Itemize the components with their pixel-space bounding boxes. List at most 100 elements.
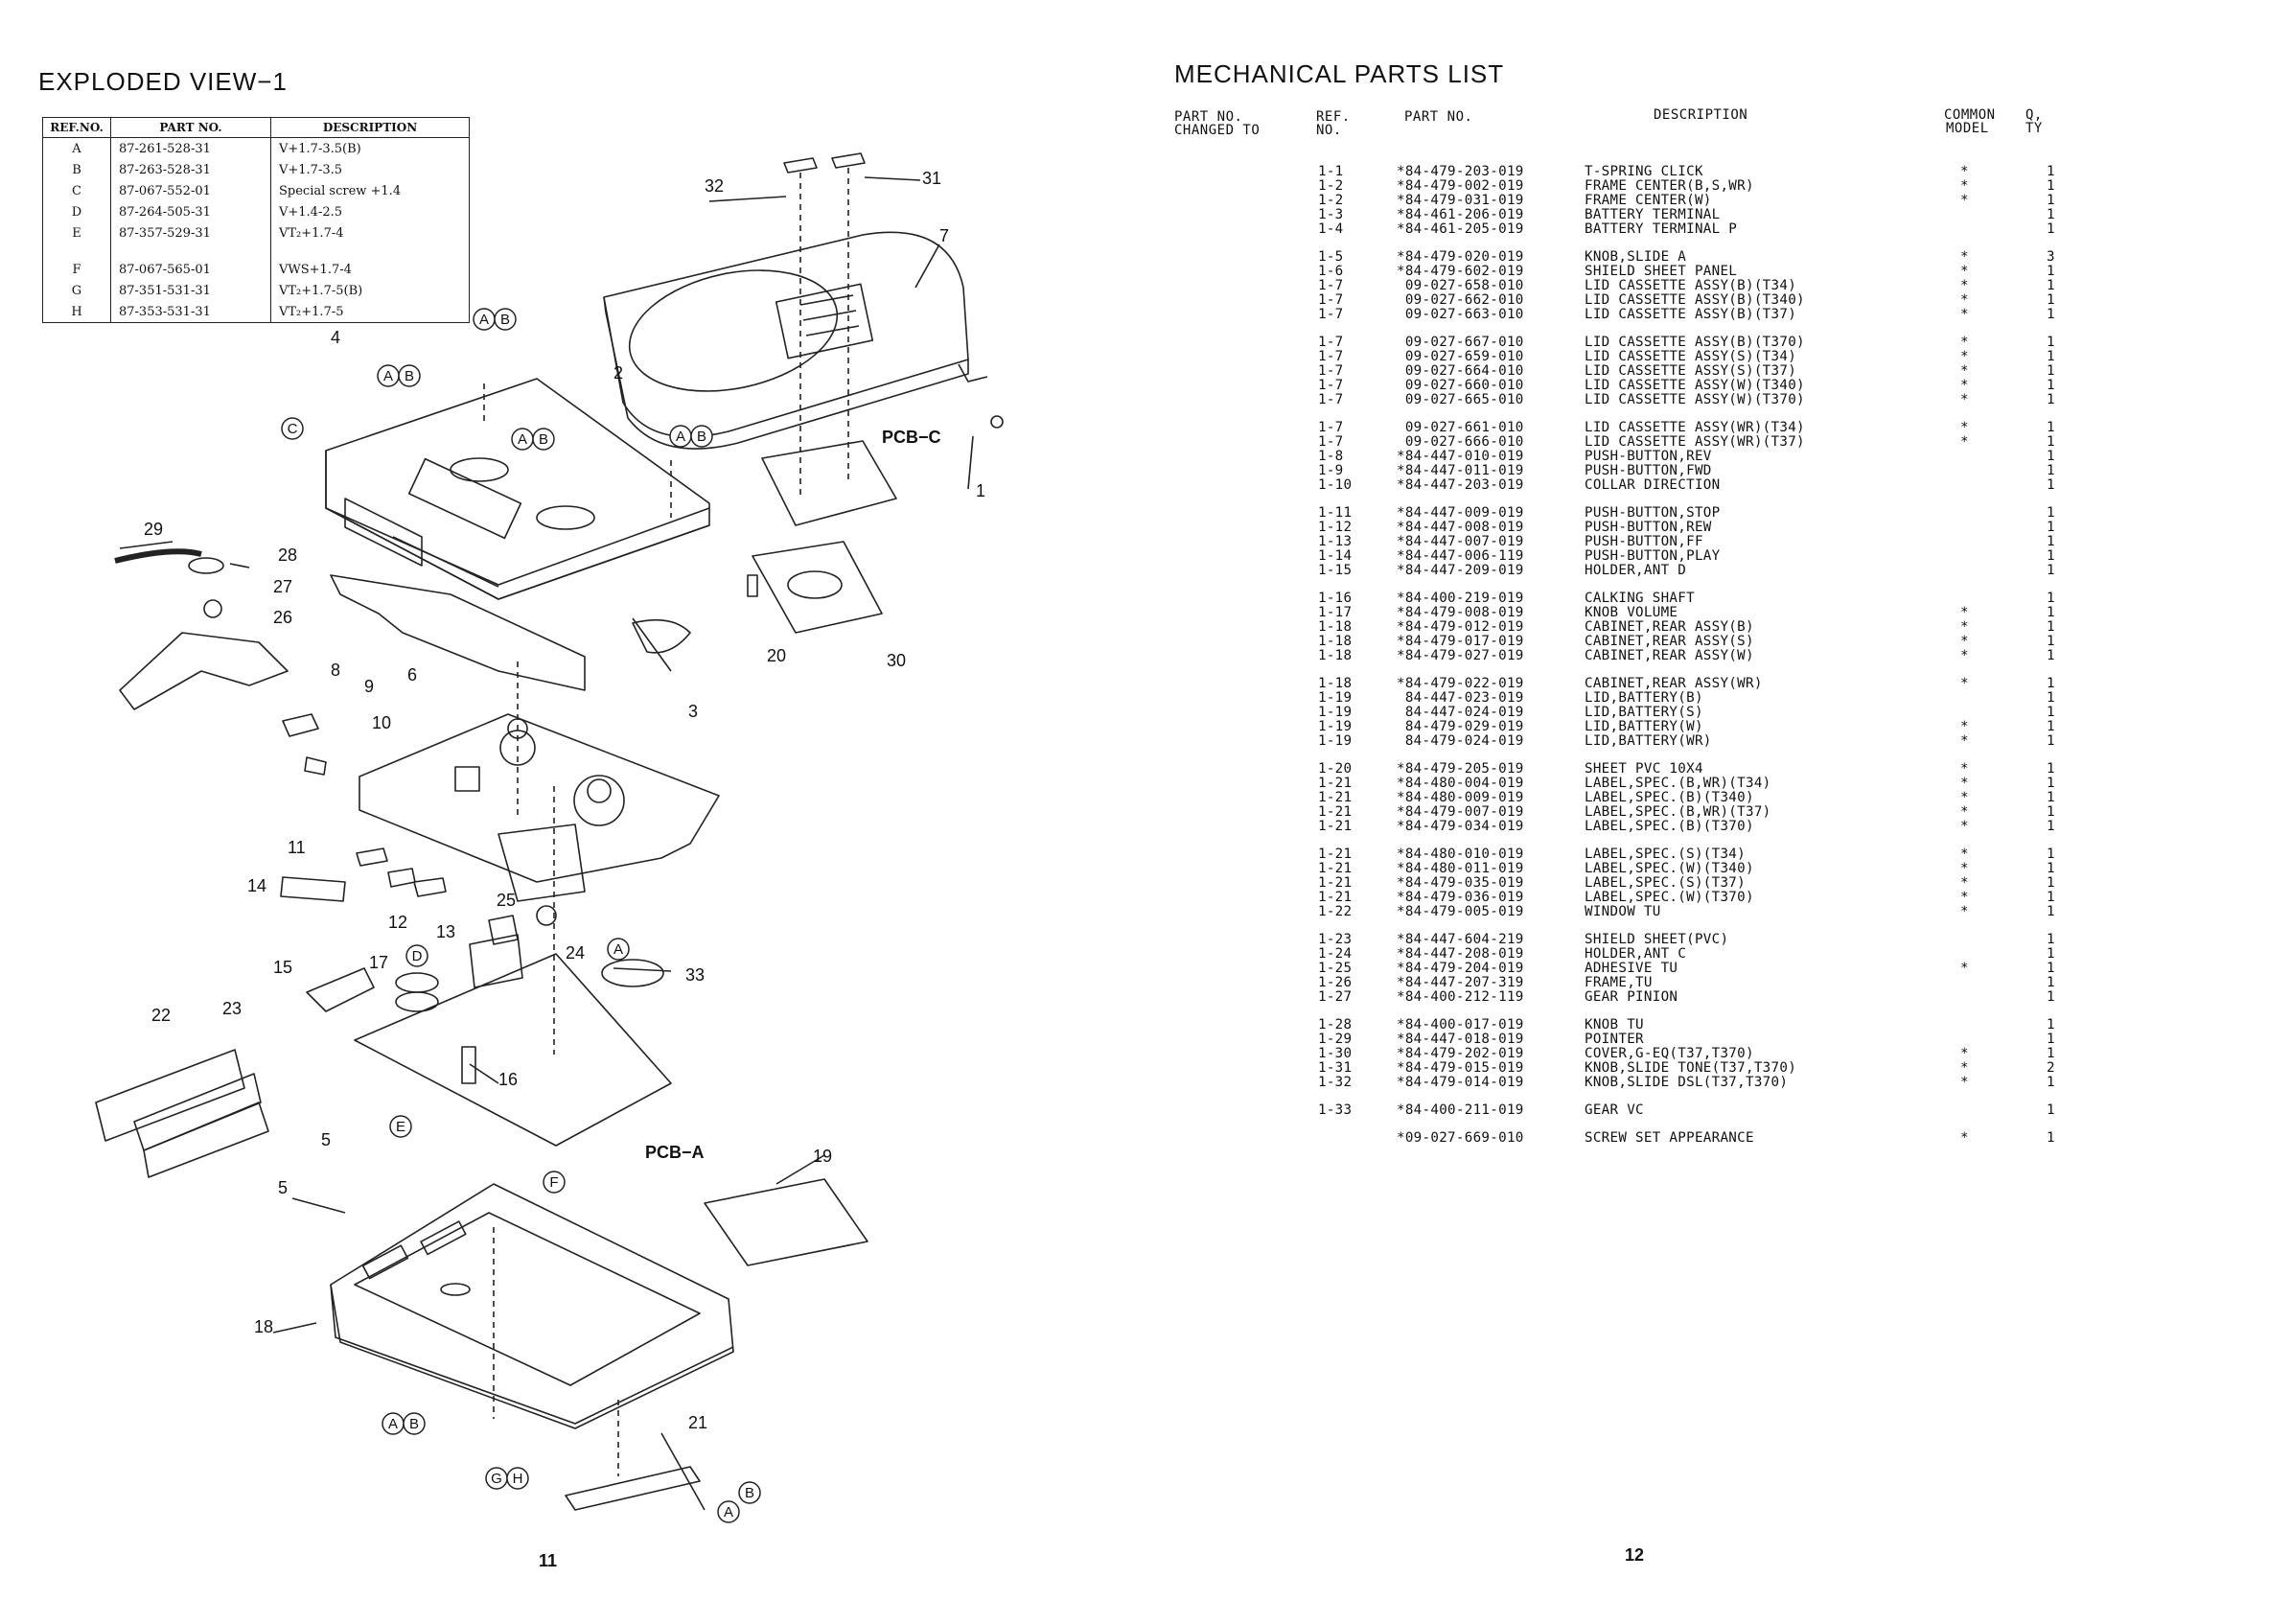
parts-cell-common: *: [1960, 733, 1969, 749]
parts-cell-part: *84-447-018-019: [1397, 1032, 1524, 1047]
screw-circle-letter: A: [388, 1416, 398, 1432]
parts-list-title: MECHANICAL PARTS LIST: [1174, 59, 1505, 88]
parts-cell-desc: FRAME CENTER(W): [1585, 193, 1712, 208]
parts-cell-desc: WINDOW TU: [1585, 904, 1661, 919]
frame-center-drawing: [325, 378, 710, 600]
parts-cell-part: *84-479-017-019: [1397, 634, 1524, 649]
callout-4: 4: [331, 328, 340, 347]
parts-cell-ref: 1-1: [1318, 164, 1344, 179]
parts-cell-desc: LID CASSETTE ASSY(W)(T340): [1585, 378, 1805, 393]
parts-cell-qty: 1: [2047, 193, 2055, 208]
screw-circle-A: A: [511, 428, 534, 451]
header-model: MODEL: [1946, 121, 1989, 136]
parts-cell-qty: 1: [2047, 505, 2055, 521]
parts-cell-ref: 1-19: [1318, 690, 1353, 706]
parts-cell-common: *: [1960, 634, 1969, 649]
col-description: DESCRIPTION: [270, 117, 470, 138]
parts-cell-ref: 1-18: [1318, 619, 1353, 635]
screw-circle-letter: A: [724, 1504, 733, 1520]
push-button-14-drawing: [280, 876, 346, 902]
parts-cell-part: 09-027-665-010: [1397, 392, 1524, 407]
screw-cell-desc: VT₂+1.7-5: [270, 301, 470, 323]
parts-cell-ref: 1-6: [1318, 264, 1344, 279]
parts-cell-common: *: [1960, 164, 1969, 179]
parts-cell-desc: PUSH-BUTTON,REV: [1585, 449, 1712, 464]
screw-circle-outline: [494, 308, 517, 331]
shield-drawing: [330, 574, 586, 691]
screw-circle-outline: [543, 1171, 566, 1194]
pcb-c-label: PCB−C: [882, 428, 941, 447]
parts-cell-desc: LABEL,SPEC.(S)(T37): [1585, 875, 1746, 891]
mechanism-chassis-drawing: [359, 661, 720, 1055]
parts-cell-qty: 1: [2047, 349, 2055, 364]
header-common: COMMON: [1944, 107, 1996, 123]
parts-cell-part: *84-447-207-319: [1397, 975, 1524, 990]
screw-circle-letter: D: [412, 948, 423, 964]
col-ref-no: REF.NO.: [42, 117, 111, 138]
parts-cell-ref: 1-19: [1318, 719, 1353, 734]
callout-26: 26: [273, 608, 292, 627]
parts-cell-common: *: [1960, 847, 1969, 862]
parts-cell-ref: 1-18: [1318, 676, 1353, 691]
pcb-a-drawing: [306, 915, 672, 1147]
parts-cell-desc: CALKING SHAFT: [1585, 591, 1695, 606]
parts-cell-ref: 1-7: [1318, 335, 1344, 350]
screw-cell-part: 87-261-528-31: [110, 137, 271, 159]
parts-cell-part: *84-447-006-119: [1397, 548, 1524, 564]
parts-cell-qty: 1: [2047, 648, 2055, 663]
parts-cell-qty: 1: [2047, 1017, 2055, 1032]
parts-cell-part: *84-400-017-019: [1397, 1017, 1524, 1032]
parts-cell-ref: 1-21: [1318, 819, 1353, 834]
parts-cell-ref: 1-23: [1318, 932, 1353, 947]
parts-cell-part: *84-479-034-019: [1397, 819, 1524, 834]
parts-cell-part: *84-479-008-019: [1397, 605, 1524, 620]
parts-cell-qty: 1: [2047, 420, 2055, 435]
parts-cell-desc: KNOB,SLIDE TONE(T37,T370): [1585, 1060, 1797, 1076]
parts-cell-qty: 1: [2047, 278, 2055, 293]
parts-cell-common: *: [1960, 434, 1969, 450]
parts-cell-qty: 1: [2047, 989, 2055, 1005]
callout-24: 24: [566, 943, 585, 963]
parts-cell-common: *: [1960, 776, 1969, 791]
callout-28: 28: [278, 545, 297, 565]
parts-cell-ref: 1-19: [1318, 733, 1353, 749]
parts-cell-ref: 1-30: [1318, 1046, 1353, 1061]
parts-cell-desc: PUSH-BUTTON,STOP: [1585, 505, 1721, 521]
parts-cell-desc: LID CASSETTE ASSY(W)(T370): [1585, 392, 1805, 407]
parts-cell-part: *84-447-604-219: [1397, 932, 1524, 947]
parts-cell-desc: COVER,G-EQ(T37,T370): [1585, 1046, 1754, 1061]
parts-cell-common: *: [1960, 420, 1969, 435]
parts-cell-part: 09-027-667-010: [1397, 335, 1524, 350]
parts-cell-part: *84-480-010-019: [1397, 847, 1524, 862]
parts-cell-desc: PUSH-BUTTON,REW: [1585, 520, 1712, 535]
callout-29: 29: [144, 520, 163, 539]
parts-cell-qty: 1: [2047, 335, 2055, 350]
parts-cell-qty: 1: [2047, 434, 2055, 450]
callout-20: 20: [767, 646, 786, 665]
parts-cell-qty: 1: [2047, 804, 2055, 820]
parts-cell-common: *: [1960, 890, 1969, 905]
parts-cell-qty: 1: [2047, 520, 2055, 535]
screw-cell-desc: V+1.7-3.5(B): [270, 137, 470, 159]
parts-cell-common: *: [1960, 1046, 1969, 1061]
parts-cell-desc: COLLAR DIRECTION: [1585, 477, 1721, 493]
parts-cell-qty: 2: [2047, 1060, 2055, 1076]
callout-19: 19: [813, 1147, 832, 1166]
parts-cell-part: *84-479-035-019: [1397, 875, 1524, 891]
part-30-drawing: [752, 541, 883, 634]
parts-cell-ref: 1-17: [1318, 605, 1353, 620]
parts-cell-qty: 1: [2047, 264, 2055, 279]
